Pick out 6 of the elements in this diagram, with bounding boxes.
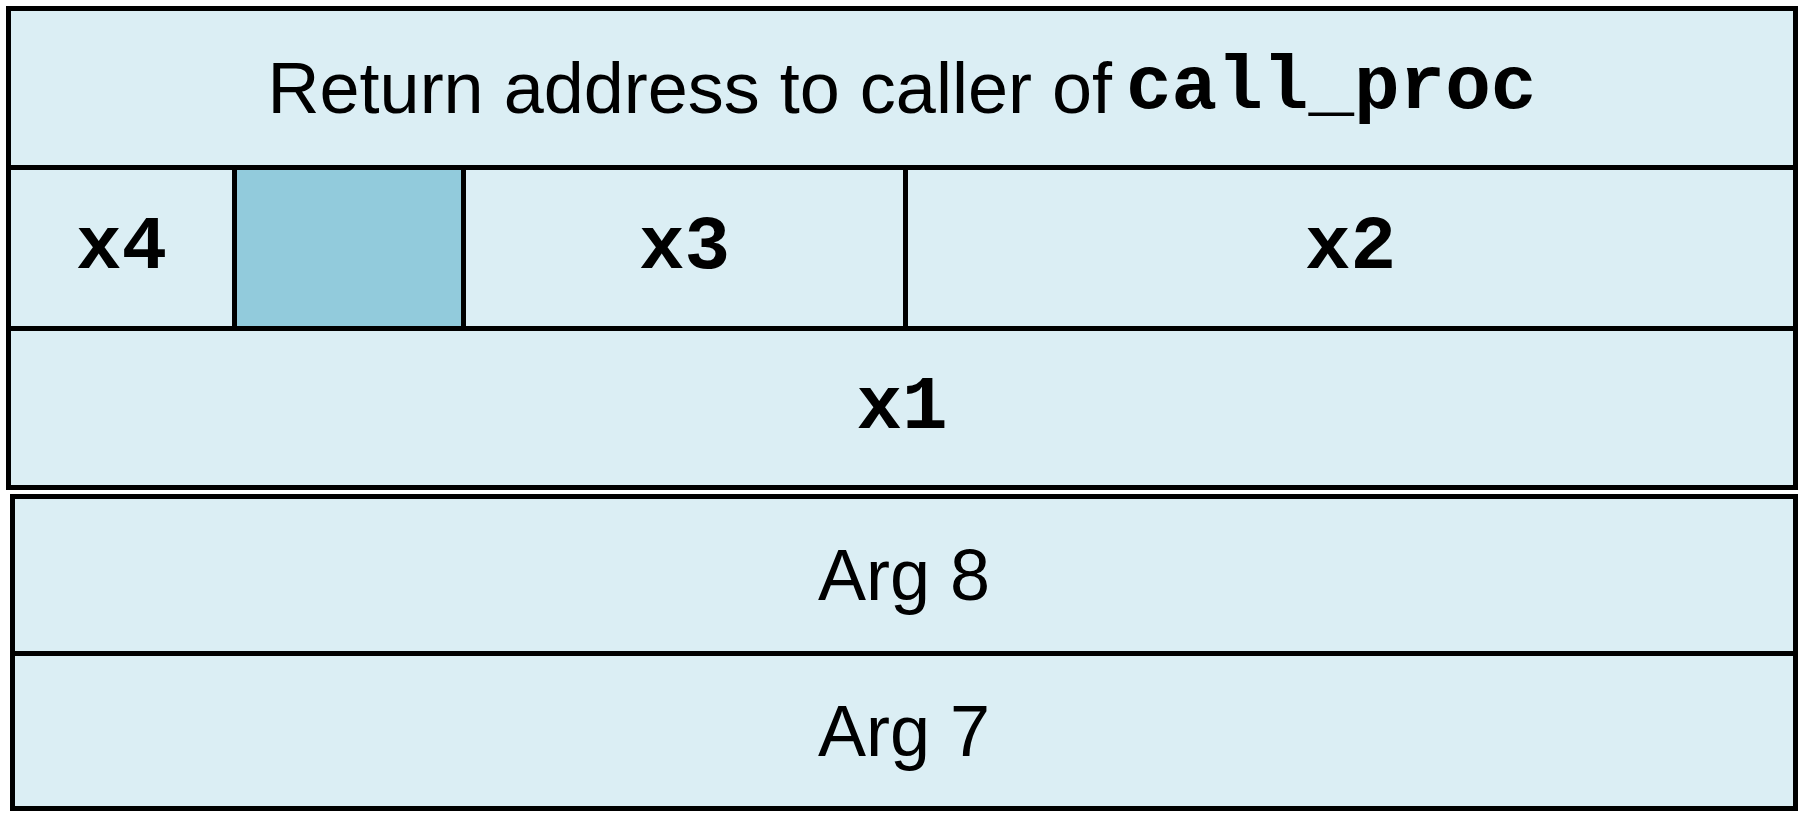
code-label: call_proc [1125,50,1537,126]
code-label: x3 [638,210,731,286]
cell-label: Return address to caller of [267,52,1112,124]
code-label: x2 [1304,210,1397,286]
code-label: x1 [856,370,948,446]
code-label: x4 [75,210,168,286]
